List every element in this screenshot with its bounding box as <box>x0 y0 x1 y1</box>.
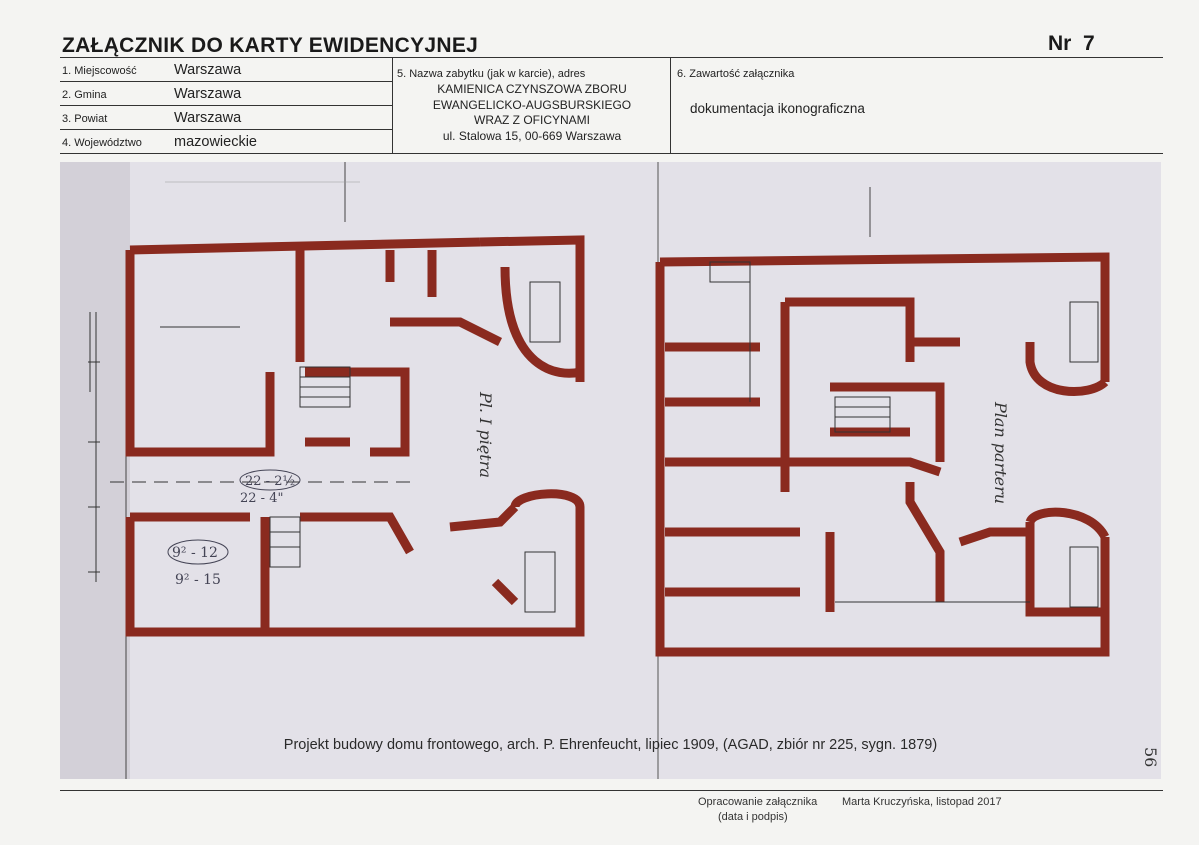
header-bottom-rule <box>60 153 1163 154</box>
right-floor-plan <box>655 252 1110 657</box>
floor-plan-photo: Pl. I piętra Plan parteru 22 - 2½ 22 - 4… <box>60 162 1161 779</box>
field-value-wojewodztwo: mazowieckie <box>174 134 257 150</box>
measurement: 9² - 15 <box>175 572 221 588</box>
row-divider <box>60 105 392 106</box>
monument-line: KAMIENICA CZYNSZOWA ZBORU <box>437 82 627 96</box>
scale-bar <box>88 312 100 582</box>
attachment-number: Nr 7 <box>1048 32 1095 55</box>
column-divider <box>392 57 393 153</box>
pencil-annotations: Pl. I piętra Plan parteru 22 - 2½ 22 - 4… <box>172 391 1160 767</box>
monument-line: EWANGELICKO-AUGSBURSKIEGO <box>432 97 632 112</box>
monument-address: ul. Stalowa 15, 00-669 Warszawa <box>442 128 622 143</box>
monument-name: KAMIENICA CZYNSZOWA ZBORU EWANGELICKO-AU… <box>392 82 672 144</box>
page-mark: 56 <box>1141 747 1160 767</box>
left-plan-details <box>110 281 561 613</box>
right-plan-label: Plan parteru <box>991 401 1010 504</box>
header-rule <box>60 57 1163 58</box>
measurement: 9² - 12 <box>172 545 218 561</box>
field-label-wojewodztwo: 4. Województwo <box>62 137 142 149</box>
field-value-powiat: Warszawa <box>174 110 242 126</box>
title: ZAŁĄCZNIK DO KARTY EWIDENCYJNEJ <box>62 34 479 57</box>
row-divider <box>60 81 392 82</box>
contents-label: 6. Zawartość załącznika <box>677 68 795 80</box>
left-floor-plan <box>125 235 585 637</box>
footer-rule <box>60 790 1163 791</box>
field-label-gmina: 2. Gmina <box>62 89 107 101</box>
column-divider <box>670 57 671 153</box>
left-plan-label: Pl. I piętra <box>476 391 495 478</box>
date-sign-label: (data i podpis) <box>718 811 788 823</box>
right-plan-details <box>709 261 1099 608</box>
measurement: 22 - 2½ <box>245 474 295 489</box>
author: Marta Kruczyńska, listopad 2017 <box>842 796 1002 808</box>
field-label-miejscowosc: 1. Miejscowość <box>62 65 137 77</box>
monument-label: 5. Nazwa zabytku (jak w karcie), adres <box>397 68 586 80</box>
field-value-gmina: Warszawa <box>174 86 242 102</box>
measurement: 22 - 4" <box>240 491 283 506</box>
prepared-label: Opracowanie załącznika <box>698 796 818 808</box>
field-value-miejscowosc: Warszawa <box>174 62 242 78</box>
field-label-powiat: 3. Powiat <box>62 113 108 125</box>
monument-line: WRAZ Z OFICYNAMI <box>474 113 590 127</box>
image-caption: Projekt budowy domu frontowego, arch. P.… <box>283 737 938 753</box>
row-divider <box>60 129 392 130</box>
contents-value: dokumentacja ikonograficzna <box>690 101 865 116</box>
floor-plans-drawing: Pl. I piętra Plan parteru 22 - 2½ 22 - 4… <box>60 162 1161 779</box>
